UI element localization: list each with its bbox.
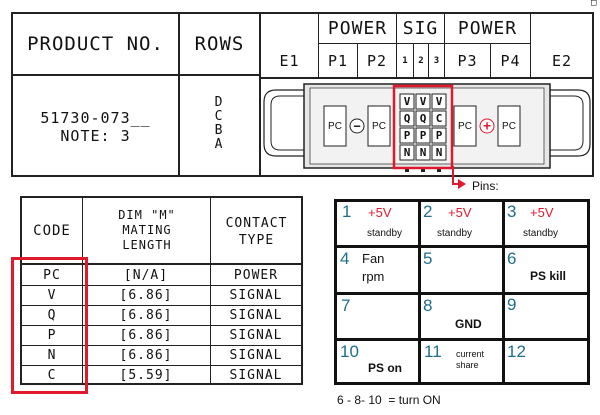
- pin-number: 1: [342, 202, 352, 221]
- pin-sub: standby: [437, 228, 473, 239]
- table-row: Q [6.86] SIGNAL: [47, 307, 283, 323]
- pin-number: 6: [507, 249, 517, 268]
- rows-header: ROWS: [194, 33, 245, 55]
- subheader-e2: E2: [551, 51, 573, 70]
- pin-number: 7: [341, 296, 351, 315]
- corner-mark: □: [591, 0, 598, 8]
- table-row: PC [N/A] POWER: [43, 268, 279, 283]
- pin-number: 10: [340, 342, 359, 361]
- signal-pin: P: [419, 129, 427, 142]
- subheader-p1: P1: [327, 51, 349, 70]
- signal-pin: V: [419, 95, 427, 108]
- signal-pin: N: [403, 146, 411, 159]
- pin-value: PS on: [368, 361, 403, 375]
- pin-value: Fan rpm: [362, 251, 385, 284]
- row-letter: C: [214, 109, 224, 124]
- pc-label-left-2: PC: [372, 120, 386, 132]
- code-column-highlight: [11, 257, 88, 394]
- pin-sub: standby: [367, 228, 403, 239]
- pin-value: +5V: [448, 205, 472, 220]
- code-table-body: PC [N/A] POWER V [6.86] SIGNAL Q [6.86] …: [22, 266, 302, 385]
- pin-number: 5: [423, 249, 433, 268]
- signal-pin: N: [435, 146, 443, 159]
- pin-number: 9: [507, 295, 517, 314]
- signal-pin: P: [403, 129, 411, 142]
- product-note: NOTE: 3: [60, 127, 131, 145]
- pins-arrow: [452, 166, 466, 189]
- pc-label-right-2: PC: [502, 120, 516, 132]
- turn-on-note: 6 - 8- 10 = turn ON: [337, 393, 441, 407]
- pin-number: 3: [507, 202, 517, 221]
- product-number-value: 51730-073__: [40, 109, 151, 127]
- signal-pin: V: [435, 95, 443, 108]
- pin-number: 12: [507, 342, 526, 361]
- signal-pin: C: [435, 112, 443, 125]
- pin-number: 11: [424, 342, 442, 361]
- subheader-sig-2: 2: [418, 55, 424, 66]
- signal-pin: Q: [419, 112, 427, 125]
- pc-label-right-1: PC: [458, 120, 472, 132]
- dim-header: DIM "M" MATING LENGTH: [118, 208, 176, 252]
- pin-number: 4: [340, 249, 350, 268]
- pin-number: 8: [423, 296, 433, 315]
- table-row: N [6.86] SIGNAL: [47, 347, 283, 363]
- pin-value: GND: [455, 317, 482, 331]
- pin-value: +5V: [368, 205, 392, 220]
- subheader-p3: P3: [457, 51, 478, 70]
- rows-letters: D C B A: [211, 96, 227, 152]
- plus-symbol: +: [483, 118, 491, 134]
- sig-header: SIG: [402, 17, 439, 39]
- top-table-frame: [11, 12, 594, 177]
- pin-value: current share: [456, 349, 485, 370]
- code-header: CODE: [33, 222, 71, 239]
- signal-pin: P: [435, 129, 443, 142]
- subheader-sig-3: 3: [433, 55, 440, 66]
- pin-sub: standby: [523, 228, 559, 239]
- table-row: C [5.59] SIGNAL: [47, 367, 283, 383]
- signal-pin: N: [419, 146, 427, 159]
- pins-label: Pins:: [472, 179, 499, 193]
- pc-label-left-1: PC: [328, 120, 342, 132]
- signal-pin: V: [403, 95, 411, 108]
- signal-pin: Q: [403, 112, 411, 125]
- connector-drawing: [263, 83, 591, 172]
- pin-value: +5V: [530, 205, 554, 220]
- product-no-header: PRODUCT NO.: [27, 33, 164, 55]
- subheader-sig-1: 1: [402, 55, 408, 66]
- contact-header: CONTACT TYPE: [225, 216, 288, 248]
- row-letter: A: [214, 137, 224, 152]
- subheader-p4: P4: [500, 51, 521, 70]
- row-letter: B: [214, 123, 224, 138]
- table-row: P [6.86] SIGNAL: [47, 327, 283, 343]
- power-right-header: POWER: [457, 17, 518, 39]
- subheader-p2: P2: [366, 51, 388, 70]
- pin-value: PS kill: [530, 269, 567, 283]
- power-left-header: POWER: [327, 17, 388, 39]
- table-row: V [6.86] SIGNAL: [47, 287, 283, 303]
- minus-symbol: −: [353, 119, 361, 133]
- pin-number: 2: [423, 202, 433, 221]
- subheader-e1: E1: [279, 51, 300, 70]
- row-letter: D: [214, 95, 224, 110]
